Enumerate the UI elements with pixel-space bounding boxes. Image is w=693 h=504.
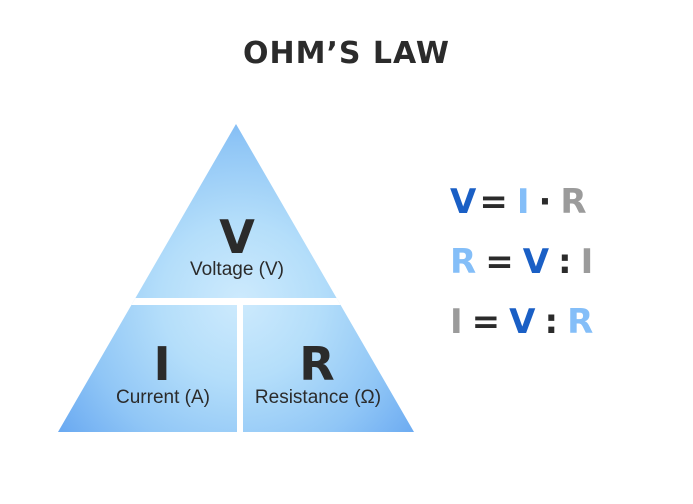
ohms-law-triangle-diagram: V Voltage (V) I Current (A) R Resistance… [58, 124, 414, 432]
equation-term: V [522, 242, 550, 282]
equation-resistance: R = V : I [450, 244, 593, 281]
equation-term: I [450, 302, 463, 342]
page-title: OHM’S LAW [243, 36, 450, 71]
equations-list: V = I · R R = V : I I = V : R [450, 184, 593, 341]
resistance-label: Resistance (Ω) [255, 387, 381, 408]
equation-voltage: V = I · R [450, 184, 593, 221]
voltage-label: Voltage (V) [190, 259, 284, 280]
equation-term: V [450, 182, 477, 222]
current-label: Current (A) [116, 387, 210, 408]
horizontal-divider-line [58, 298, 414, 305]
voltage-symbol: V [219, 210, 255, 264]
resistance-symbol: R [299, 337, 334, 391]
equation-term: R [560, 182, 587, 222]
triangle-section-voltage: V Voltage (V) [190, 210, 284, 280]
equation-term: R [567, 302, 594, 342]
triangle-section-resistance: R Resistance (Ω) [255, 337, 381, 408]
multiply-dot: · [538, 182, 552, 222]
divide-colon: : [558, 242, 572, 282]
equation-term: I [516, 182, 530, 222]
current-symbol: I [153, 337, 170, 391]
triangle-section-current: I Current (A) [116, 337, 210, 408]
equation-term: V [509, 302, 536, 342]
equals-sign: = [485, 242, 514, 282]
equation-term: R [450, 242, 477, 282]
equation-current: I = V : R [450, 304, 593, 341]
triangle-body [58, 124, 414, 432]
divide-colon: : [544, 302, 559, 342]
equals-sign: = [471, 302, 501, 342]
equation-term: I [580, 242, 594, 282]
equals-sign: = [479, 182, 508, 222]
vertical-divider-line [237, 305, 243, 432]
